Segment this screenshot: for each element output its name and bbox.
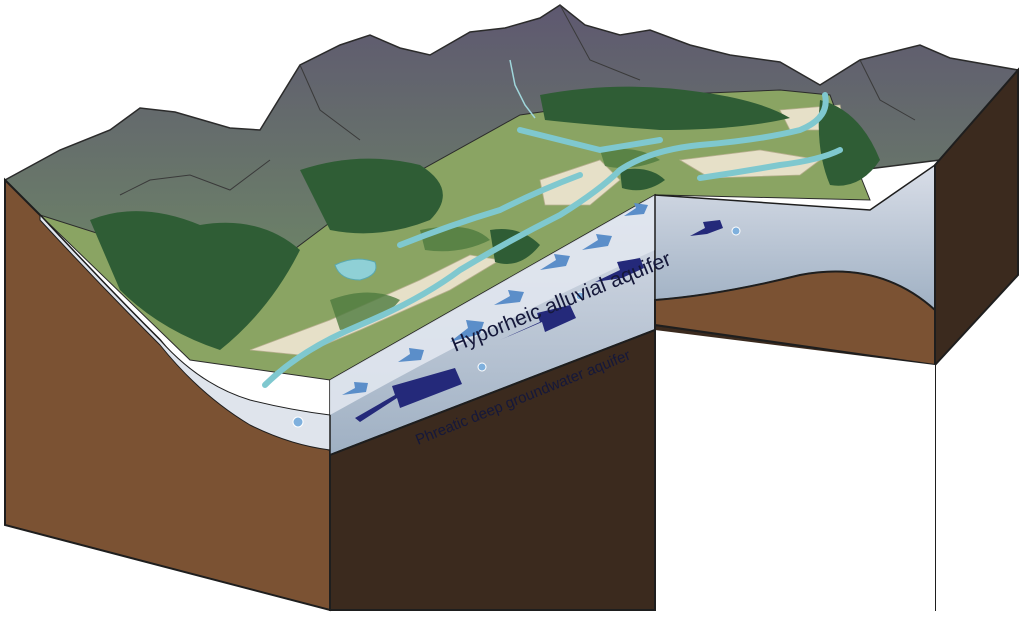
notch-bottom: [655, 330, 935, 613]
spring-icon: [478, 363, 486, 371]
spring-icon: [293, 417, 303, 427]
spring-icon: [732, 227, 740, 235]
